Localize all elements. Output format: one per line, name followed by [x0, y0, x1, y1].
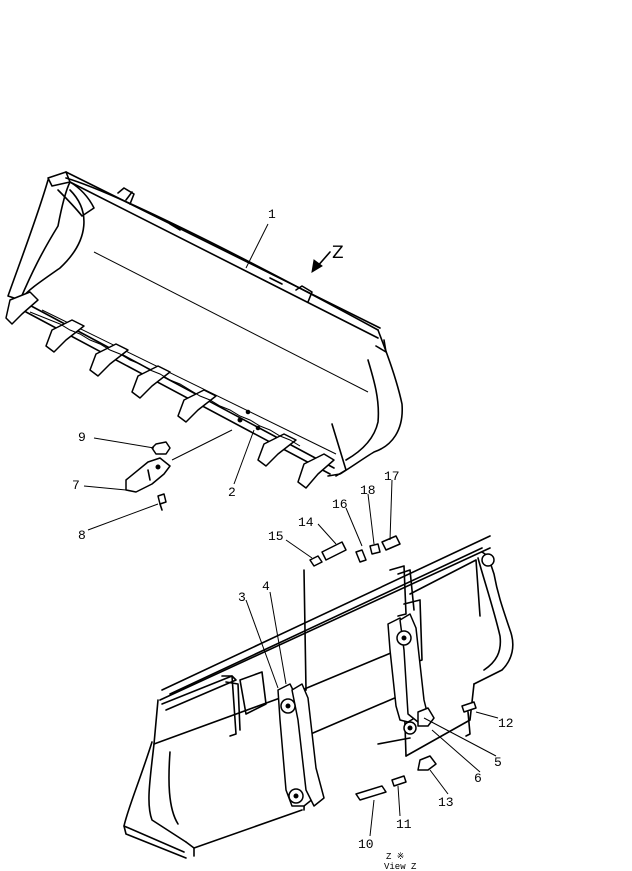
callout-4: 4	[262, 579, 270, 594]
callout-1: 1	[268, 207, 276, 222]
callout-7: 7	[72, 478, 80, 493]
bucket-teeth	[5, 291, 335, 489]
callout-12: 12	[498, 716, 514, 731]
callout-8: 8	[78, 528, 86, 543]
callout-17: 17	[384, 469, 400, 484]
callout-2: 2	[228, 485, 236, 500]
callout-15: 15	[268, 529, 284, 544]
view-z-arrow: Z	[311, 243, 344, 273]
callout-labels: 1 2 3 4 5 6 7 8 9 10 11 12 13 14 15 16 1…	[72, 207, 514, 852]
callout-18: 18	[360, 483, 376, 498]
tooth-parts	[125, 441, 171, 511]
callout-14: 14	[298, 515, 314, 530]
pin-hardware	[303, 535, 477, 801]
bucket-rear-view	[123, 535, 514, 859]
view-caption-line1: Z ※	[386, 852, 404, 862]
callout-6: 6	[474, 771, 482, 786]
bucket-front-view	[5, 171, 403, 489]
callout-9: 9	[78, 430, 86, 445]
leader-lines	[83, 223, 499, 837]
view-caption: Z ※ View Z	[384, 852, 417, 871]
callout-3: 3	[238, 590, 246, 605]
callout-5: 5	[494, 755, 502, 770]
view-z-label: Z	[332, 243, 344, 263]
callout-16: 16	[332, 497, 348, 512]
callout-13: 13	[438, 795, 454, 810]
left-hinge-bracket	[277, 683, 325, 807]
right-hinge-bracket	[387, 613, 435, 735]
callout-11: 11	[396, 817, 412, 832]
view-caption-line2: View Z	[384, 862, 417, 871]
callout-10: 10	[358, 837, 374, 852]
